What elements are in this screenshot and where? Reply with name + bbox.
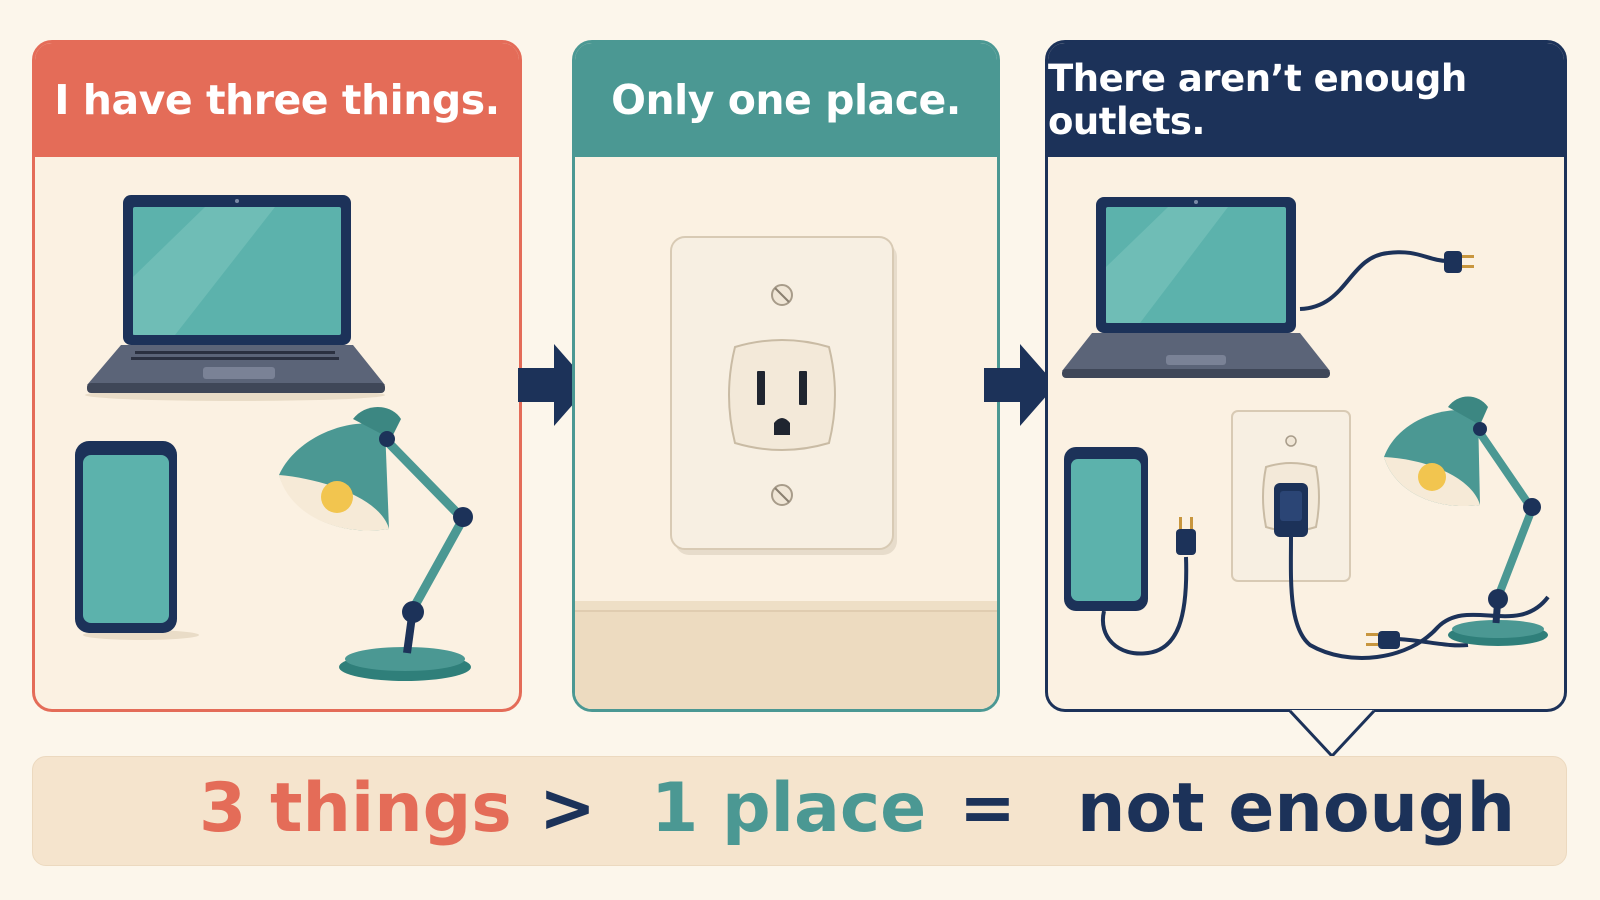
- desk-lamp-icon: [1384, 396, 1548, 646]
- panel-body: [575, 157, 997, 709]
- laptop-icon: [1062, 197, 1449, 378]
- phone-icon: [75, 441, 199, 640]
- phone-icon: [1064, 447, 1189, 656]
- arrow-right-icon: [984, 344, 1056, 426]
- equation-operator-greater: >: [539, 769, 596, 848]
- panel-one-place: Only one place.: [572, 40, 1000, 712]
- equation-right: not enough: [1077, 769, 1516, 848]
- panel-heading: I have three things.: [35, 43, 519, 157]
- plug-icon: [1176, 517, 1196, 555]
- desk-lamp-icon: [279, 407, 473, 681]
- plug-icon: [1444, 251, 1474, 273]
- wall-outlet-icon: [1231, 410, 1550, 660]
- laptop-icon: [85, 195, 385, 401]
- panel-heading: There aren’t enough outlets.: [1048, 43, 1564, 157]
- panel-body: [35, 157, 519, 709]
- speech-pointer: [1288, 710, 1376, 759]
- panel-body: [1048, 157, 1564, 709]
- equation-operator-equals: =: [959, 769, 1016, 848]
- equation-middle: 1 place: [651, 769, 927, 848]
- equation-bar: 3 things > 1 place = not enough: [32, 756, 1567, 866]
- panel-three-things: I have three things.: [32, 40, 522, 712]
- panel-heading: Only one place.: [575, 43, 997, 157]
- equation-left: 3 things: [199, 769, 512, 848]
- plug-icon: [1366, 631, 1469, 649]
- wall-outlet-icon: [670, 236, 897, 555]
- panel-not-enough-outlets: There aren’t enough outlets.: [1045, 40, 1567, 712]
- baseboard: [575, 601, 997, 709]
